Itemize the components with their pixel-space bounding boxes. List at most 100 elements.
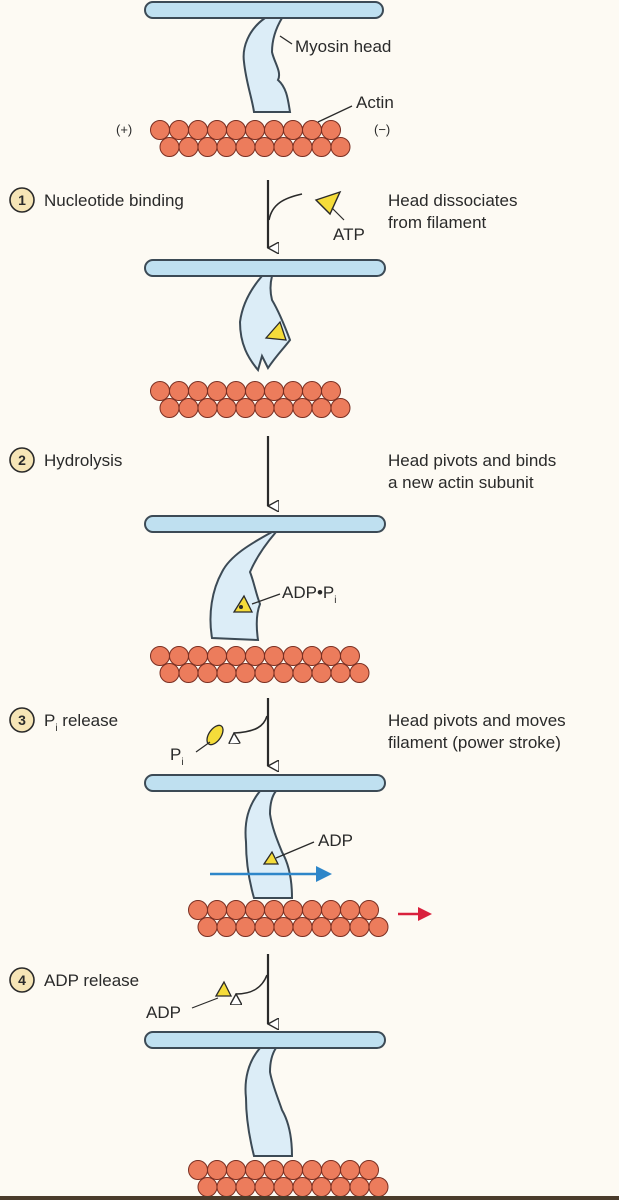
- step-title: Pi release: [44, 711, 118, 734]
- actin-motion-arrowhead: [418, 907, 432, 921]
- state-rigor-top: Myosin head Actin (+) (−): [116, 1, 394, 157]
- actin-subunit: [292, 1177, 313, 1197]
- actin-subunit: [321, 900, 341, 920]
- adp-label: ADP: [318, 831, 353, 850]
- actin-subunit: [197, 663, 218, 683]
- actin-subunit: [197, 137, 218, 157]
- actin-subunit: [283, 900, 303, 920]
- actin-subunit: [368, 917, 389, 937]
- actin-subunit: [226, 1160, 246, 1180]
- bound-adp-pi-icon: [232, 594, 254, 613]
- actin-subunit: [311, 917, 332, 937]
- actin-subunit: [292, 398, 313, 418]
- actin-subunit: [235, 137, 256, 157]
- actin-subunit: [349, 917, 370, 937]
- actin-subunit: [188, 1160, 208, 1180]
- actin-subunit: [254, 917, 275, 937]
- actin-subunit: [283, 1160, 303, 1180]
- actin-subunit: [197, 917, 218, 937]
- actin-subunit: [188, 120, 208, 140]
- step-number: 1: [18, 192, 26, 208]
- myosin-head: [244, 790, 294, 899]
- actin-label: Actin: [356, 93, 394, 112]
- actin-filament: [188, 900, 389, 937]
- actin-subunit: [150, 646, 170, 666]
- step-number-circle: [9, 447, 35, 473]
- thick-filament: [144, 515, 386, 533]
- actin-subunit: [264, 120, 284, 140]
- actin-subunit: [302, 381, 322, 401]
- actin-subunit: [273, 1177, 294, 1197]
- actin-subunit: [207, 120, 227, 140]
- actin-leader: [317, 105, 353, 123]
- step-4: 4 ADP release ADP: [9, 954, 268, 1024]
- filament-motion-arrowhead: [316, 866, 332, 882]
- actin-subunit: [254, 137, 275, 157]
- actin-subunit: [197, 1177, 218, 1197]
- step-number-circle: [9, 187, 35, 213]
- actin-subunit: [169, 120, 189, 140]
- adp-leader: [275, 841, 315, 859]
- state-cocked: ADP•Pi: [144, 515, 386, 683]
- actin-subunit: [169, 646, 189, 666]
- actin-subunit: [349, 1177, 370, 1197]
- actin-subunit: [311, 663, 332, 683]
- actin-subunit: [321, 120, 341, 140]
- actin-subunit: [207, 381, 227, 401]
- actin-subunit: [273, 137, 294, 157]
- myosin-head: [209, 531, 279, 642]
- actin-subunit: [216, 917, 237, 937]
- actin-subunit: [283, 120, 303, 140]
- step-title: ADP release: [44, 971, 139, 990]
- state-rigor-bottom: [144, 1031, 389, 1197]
- pi-label: Pi: [170, 745, 184, 768]
- actin-subunit: [273, 917, 294, 937]
- actin-filament: [150, 646, 370, 683]
- minus-end-label: (−): [374, 122, 390, 137]
- actin-subunit: [292, 137, 313, 157]
- actin-subunit: [216, 398, 237, 418]
- actin-subunit: [283, 381, 303, 401]
- actin-subunit: [207, 900, 227, 920]
- myosin-head: [244, 1047, 294, 1157]
- actin-subunit: [178, 663, 199, 683]
- step-number-circle: [9, 707, 35, 733]
- actin-subunit: [292, 917, 313, 937]
- pi-leader: [195, 741, 211, 753]
- actin-subunit: [245, 1160, 265, 1180]
- step-number-circle: [9, 967, 35, 993]
- atp-binding-curve: [268, 193, 303, 221]
- actin-subunit: [245, 120, 265, 140]
- actin-subunit: [235, 1177, 256, 1197]
- actin-subunit: [311, 398, 332, 418]
- bound-adp-icon: [262, 850, 280, 865]
- actin-subunit: [254, 1177, 275, 1197]
- adp-release-curve: [236, 974, 268, 994]
- actin-subunit: [302, 1160, 322, 1180]
- actin-subunit: [159, 663, 180, 683]
- actin-subunit: [283, 646, 303, 666]
- step-number: 2: [18, 452, 26, 468]
- actin-subunit: [311, 1177, 332, 1197]
- actin-subunit: [264, 900, 284, 920]
- actin-subunit: [159, 137, 180, 157]
- actin-subunit: [226, 646, 246, 666]
- actin-subunit: [188, 646, 208, 666]
- actin-subunit: [330, 663, 351, 683]
- actin-subunit: [264, 1160, 284, 1180]
- step-description-line2: filament (power stroke): [388, 733, 561, 752]
- actin-subunit: [235, 398, 256, 418]
- actin-subunit: [359, 1160, 379, 1180]
- plus-end-label: (+): [116, 122, 132, 137]
- actin-subunit: [254, 663, 275, 683]
- actin-filament: [150, 120, 351, 157]
- adp-released-icon: [214, 980, 233, 997]
- actin-subunit: [207, 646, 227, 666]
- actin-subunit: [264, 381, 284, 401]
- myosin-head-label: Myosin head: [295, 37, 391, 56]
- actin-subunit: [207, 1160, 227, 1180]
- actin-subunit: [178, 398, 199, 418]
- step-description-line2: a new actin subunit: [388, 473, 534, 492]
- actin-subunit: [245, 381, 265, 401]
